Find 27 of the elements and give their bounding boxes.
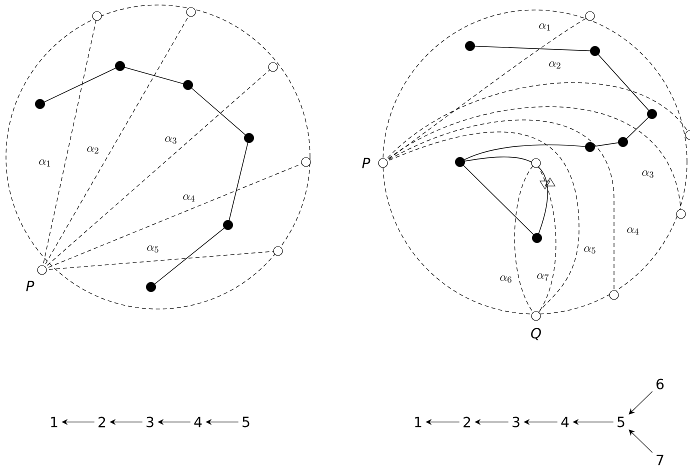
curve-label: $\alpha_3$	[164, 136, 178, 144]
curve-label: $\alpha_4$	[626, 227, 640, 235]
number-label: 3	[512, 416, 520, 428]
curve-label: $\alpha_1$	[538, 23, 552, 31]
curve-label: $\alpha_1$	[38, 159, 52, 167]
curve-label: $\alpha_7$	[536, 273, 550, 281]
curve-label: $\alpha_6$	[499, 275, 513, 283]
number-label: 4	[194, 416, 202, 428]
number-label: 2	[464, 416, 470, 428]
number-label: 5	[618, 416, 624, 428]
curve-label: $\alpha_2$	[86, 146, 100, 154]
curve-label: $\alpha_5$	[146, 245, 160, 253]
number-label: 1	[51, 416, 58, 428]
curve-label: $\alpha_4$	[182, 194, 196, 202]
point-label: Q	[531, 328, 541, 340]
curve-label: $\alpha_5$	[583, 246, 597, 254]
curve-label: $\alpha_3$	[641, 170, 655, 178]
point-label: P	[26, 280, 34, 292]
number-label: 1	[415, 416, 422, 428]
number-label: 7	[656, 454, 664, 466]
number-label: 3	[146, 416, 154, 428]
number-label: 5	[242, 416, 250, 428]
point-label: P	[362, 158, 370, 168]
number-label: 2	[98, 416, 106, 428]
curve-label: $\alpha_2$	[548, 61, 562, 69]
number-label: 6	[656, 378, 664, 390]
number-label: 4	[561, 416, 569, 428]
